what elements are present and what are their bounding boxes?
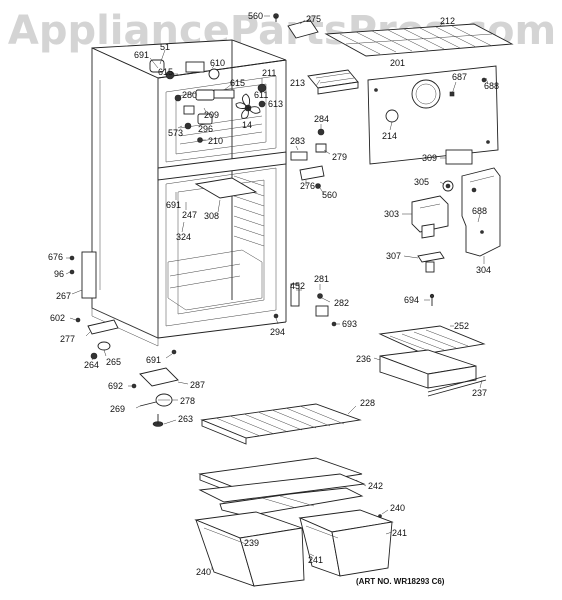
callout-252: 252 [454, 321, 470, 331]
callout-602: 602 [50, 313, 66, 323]
callout-452: 452 [290, 281, 306, 291]
callout-240: 240 [196, 567, 212, 577]
callout-304: 304 [476, 265, 492, 275]
callout-691: 691 [134, 50, 150, 60]
callout-613: 613 [268, 99, 284, 109]
callout-51: 51 [160, 42, 171, 52]
callout-276: 276 [300, 181, 316, 191]
callout-281: 281 [314, 274, 330, 284]
callout-693: 693 [342, 319, 358, 329]
callout-615: 615 [158, 67, 174, 77]
callout-213: 213 [290, 78, 306, 88]
callout-691: 691 [146, 355, 162, 365]
callout-284: 284 [314, 114, 330, 124]
middle-parts [290, 128, 501, 306]
callout-287: 287 [190, 380, 206, 390]
callout-211: 211 [262, 68, 277, 78]
callout-228: 228 [360, 398, 376, 408]
callout-278: 278 [180, 396, 196, 406]
fresh-food-right-parts [273, 283, 337, 327]
callout-303: 303 [384, 209, 400, 219]
callout-692: 692 [108, 381, 124, 391]
callout-307: 307 [386, 251, 402, 261]
callout-210: 210 [208, 136, 224, 146]
callout-296: 296 [198, 124, 214, 134]
evaporator-cover [367, 65, 499, 165]
callout-263: 263 [178, 414, 194, 424]
callout-265: 265 [106, 357, 122, 367]
callout-242: 242 [368, 481, 384, 491]
callout-236: 236 [356, 354, 372, 364]
callout-209: 209 [204, 110, 220, 120]
callout-275: 275 [306, 14, 322, 24]
callout-239: 239 [244, 538, 260, 548]
callout-676: 676 [48, 252, 64, 262]
callout-611: 611 [254, 90, 269, 100]
top-parts [273, 13, 514, 95]
callout-610: 610 [210, 58, 226, 68]
callout-214: 214 [382, 131, 398, 141]
callout-240: 240 [390, 503, 406, 513]
callout-294: 294 [270, 327, 286, 337]
leader-lines [65, 15, 489, 570]
art-number: (ART NO. WR18293 C6) [356, 577, 445, 586]
callout-241: 241 [392, 528, 408, 538]
callout-279: 279 [332, 152, 348, 162]
callout-305: 305 [414, 177, 430, 187]
callout-283: 283 [290, 136, 306, 146]
freezer-controls [149, 59, 267, 143]
callout-308: 308 [204, 211, 220, 221]
callout-560: 560 [322, 190, 338, 200]
callout-212: 212 [440, 16, 456, 26]
snack-pan-assembly [378, 325, 487, 397]
wire-shelf [200, 403, 362, 445]
callout-573: 573 [168, 128, 184, 138]
callout-688: 688 [484, 81, 500, 91]
callout-324: 324 [176, 232, 192, 242]
callout-282: 282 [334, 298, 350, 308]
callout-14: 14 [242, 120, 253, 130]
cabinet [91, 39, 287, 347]
callout-694: 694 [404, 295, 420, 305]
callout-687: 687 [452, 72, 468, 82]
callout-691: 691 [166, 200, 182, 210]
callout-280: 280 [182, 90, 198, 100]
crisper-assembly [194, 457, 394, 587]
lower-parts [131, 367, 179, 427]
callout-96: 96 [54, 269, 65, 279]
callout-201: 201 [390, 58, 406, 68]
callout-264: 264 [84, 360, 100, 370]
callout-237: 237 [472, 388, 488, 398]
callout-267: 267 [56, 291, 72, 301]
callout-277: 277 [60, 334, 76, 344]
evaporator-fan-icon [235, 93, 261, 119]
callout-309: 309 [422, 153, 438, 163]
callout-241: 241 [308, 555, 324, 565]
callout-560: 560 [248, 11, 264, 21]
callout-269: 269 [110, 404, 126, 414]
callout-688: 688 [472, 206, 488, 216]
callout-615: 615 [230, 78, 246, 88]
callout-247: 247 [182, 210, 198, 220]
